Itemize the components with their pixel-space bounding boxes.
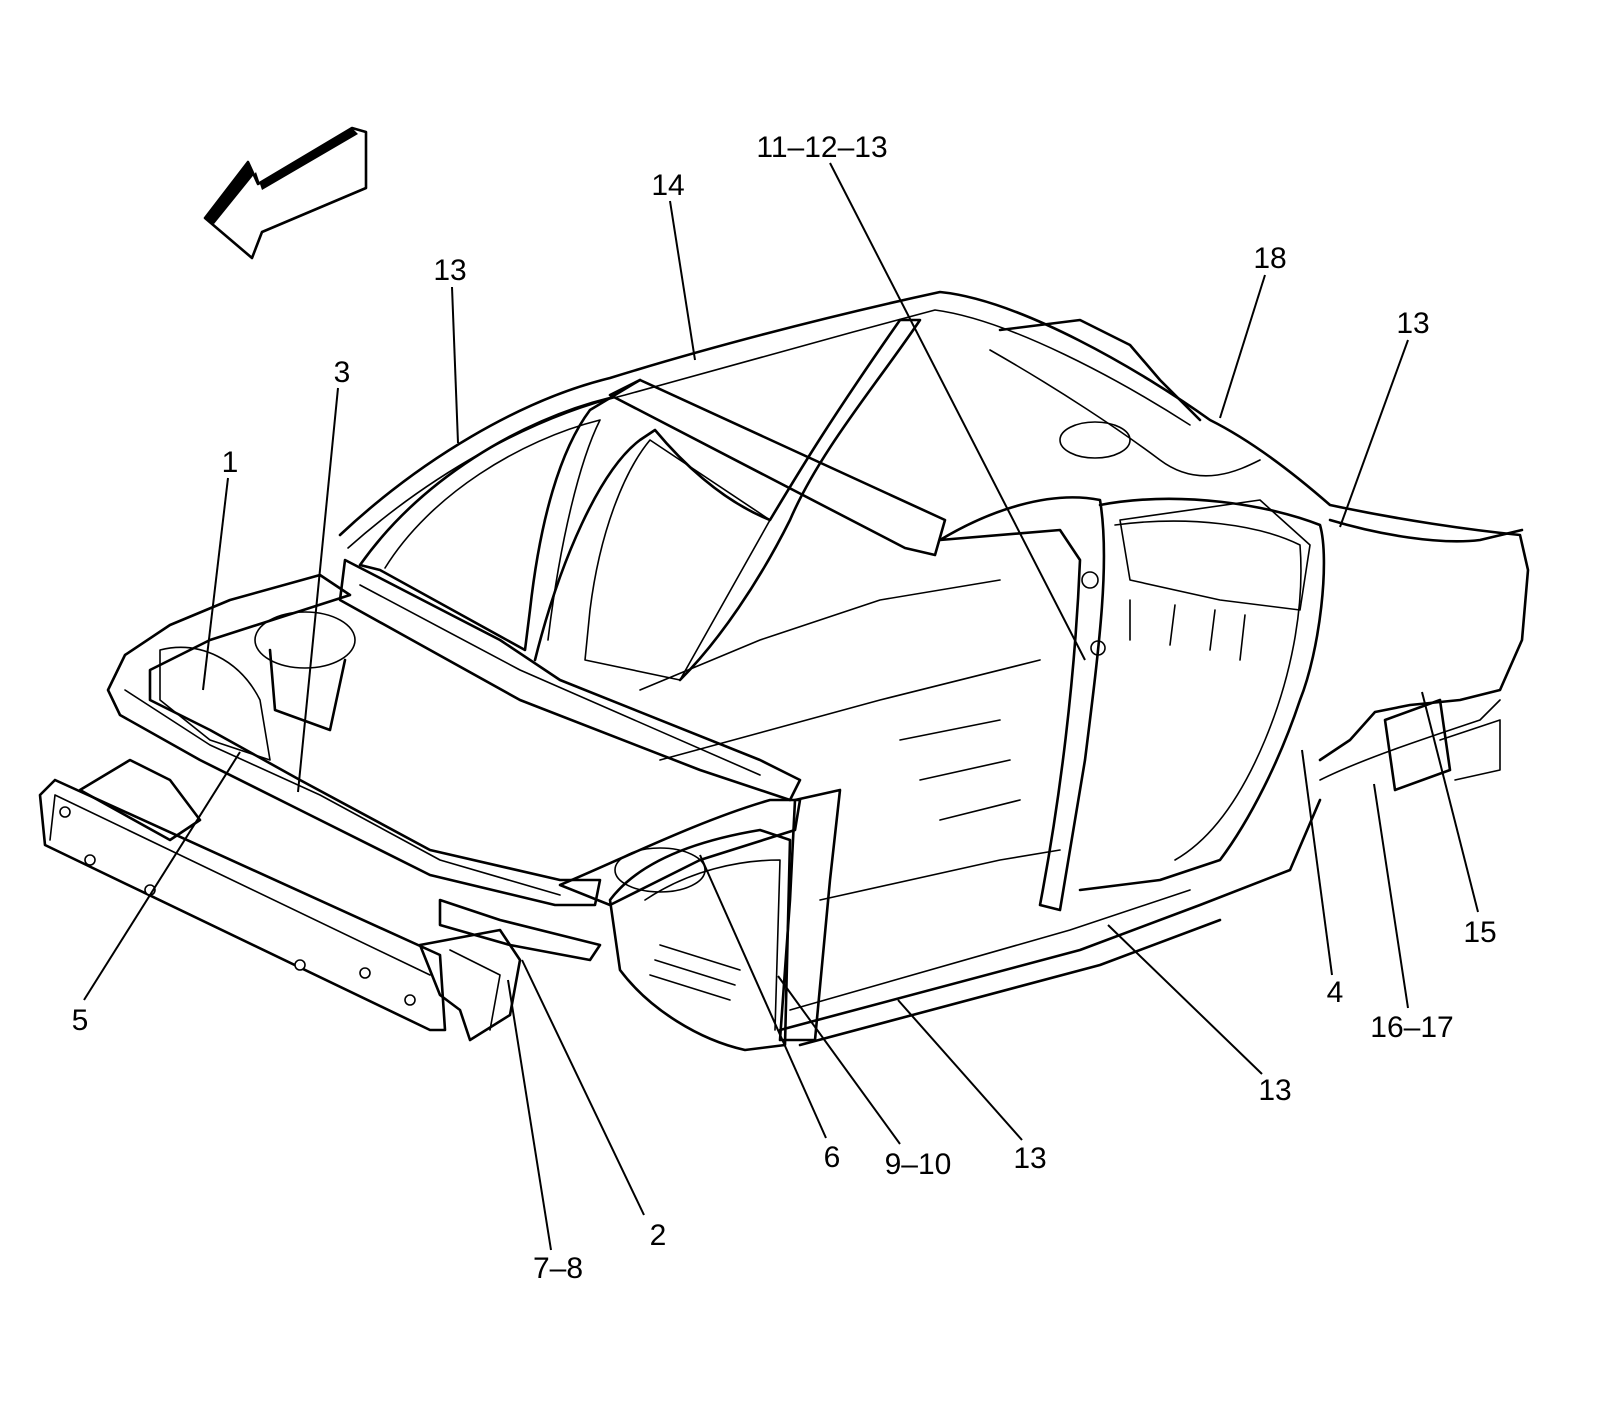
leader-13d [897, 999, 1023, 1141]
leader-5 [83, 751, 241, 1001]
callout-13-d: 13 [1013, 1142, 1046, 1175]
callout-13-b: 13 [1396, 307, 1429, 340]
leader-6 [699, 854, 827, 1139]
leader-4 [1301, 749, 1333, 976]
callout-3: 3 [334, 356, 351, 389]
leader-11 [829, 162, 1086, 661]
leader-14 [669, 200, 696, 361]
callout-2: 2 [650, 1219, 667, 1252]
callout-16-17: 16–17 [1370, 1011, 1453, 1044]
leader-lines [83, 162, 1479, 1251]
leader-2 [521, 959, 645, 1216]
forward-direction-arrow-icon [203, 126, 368, 260]
callout-9-10: 9–10 [885, 1148, 952, 1181]
leader-1 [202, 477, 229, 691]
leader-18 [1219, 274, 1266, 419]
callout-13-a: 13 [433, 254, 466, 287]
callout-4: 4 [1327, 976, 1344, 1009]
callout-11-12-13: 11–12–13 [756, 131, 887, 164]
leader-15 [1421, 691, 1479, 913]
callout-13-c: 13 [1258, 1074, 1291, 1107]
leader-13b [1339, 339, 1409, 528]
callout-1: 1 [222, 446, 239, 479]
leader-16 [1373, 783, 1409, 1009]
callout-15: 15 [1463, 916, 1496, 949]
callout-labels: 1 3 13 14 11–12–13 18 13 15 4 16–17 13 1… [72, 131, 1497, 1285]
callout-7-8: 7–8 [533, 1252, 583, 1285]
callout-18: 18 [1253, 242, 1286, 275]
leader-78 [507, 979, 552, 1251]
callout-14: 14 [651, 169, 684, 202]
callout-6: 6 [824, 1141, 841, 1174]
leader-910 [777, 975, 901, 1145]
leader-13c [1107, 924, 1263, 1075]
leader-13a [451, 286, 459, 444]
callout-5: 5 [72, 1004, 89, 1037]
leader-3 [297, 387, 339, 793]
vehicle-body-structure [38, 290, 1530, 1052]
